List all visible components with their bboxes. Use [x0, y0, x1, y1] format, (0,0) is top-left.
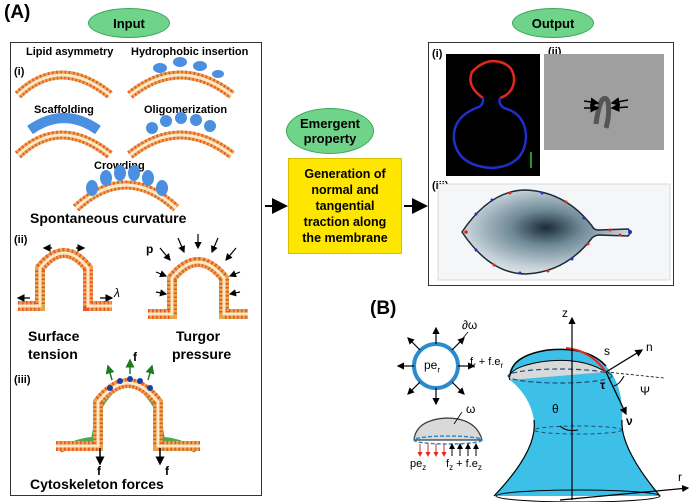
surface-tension-label-2: tension: [28, 346, 78, 362]
panel-b-label: (B): [370, 298, 397, 319]
traction-dots: [464, 191, 632, 275]
traction-line1: Generation of: [304, 167, 386, 181]
oligomerization-label: Oligomerization: [144, 104, 228, 116]
omega-label: ω: [466, 402, 476, 416]
axisymmetric-body: [493, 316, 690, 502]
panel-a-label: (A): [4, 2, 31, 23]
r-axis-label: r: [678, 470, 682, 484]
traction-line3: tangential: [315, 199, 375, 213]
fz-rest: + f.e: [453, 458, 478, 470]
arc-s-label: s: [604, 344, 610, 358]
lipid-asymmetry-membrane: [14, 70, 113, 99]
emergent-pill-line1: Emergent: [300, 116, 360, 131]
surface-tension-membrane: [16, 244, 114, 311]
pe-r-text: pe: [424, 358, 438, 372]
output-pill-text: Output: [531, 15, 575, 31]
force-f-left: f: [97, 464, 101, 478]
nu-label: ν: [626, 414, 633, 428]
hydrophobic-insertion-membrane: [127, 57, 235, 99]
turgor-label-1: Turgor: [176, 328, 221, 344]
lipid-asymmetry-label: Lipid asymmetry: [26, 46, 114, 58]
output-pill: Output: [512, 8, 594, 38]
tau-label: τ: [600, 378, 606, 392]
hydrophobic-insertion-label: Hydrophobic insertion: [131, 46, 249, 58]
traction-line2: normal and: [311, 183, 379, 197]
output-i-label: (i): [432, 48, 443, 60]
oligomerization-membrane: [127, 112, 235, 159]
fr-f: f: [470, 356, 474, 368]
theta-label: θ: [552, 402, 559, 416]
em-image: [544, 54, 664, 150]
membrane-blue-body: [452, 97, 528, 170]
emergent-pill: Emergent property: [286, 108, 374, 154]
fz-f: f: [446, 458, 450, 470]
pe-r-sub: r: [437, 365, 441, 375]
pressure-p-label: p: [146, 242, 154, 256]
traction-box: Generation of normal and tangential trac…: [288, 158, 402, 254]
cytoskeleton-label: Cytoskeleton forces: [30, 476, 164, 492]
input-ii-label: (ii): [14, 234, 28, 246]
fz-label: fz + f.ez: [446, 458, 482, 472]
pe-z-label: pez: [410, 458, 426, 472]
input-i-label: (i): [14, 66, 25, 78]
fz-sub: z: [449, 463, 454, 473]
turgor-pressure-membrane: [148, 234, 248, 319]
scaffolding-label: Scaffolding: [34, 104, 94, 116]
traction-line5: the membrane: [302, 231, 388, 245]
fr-rest: + f.e: [475, 356, 501, 368]
pe-z-sub: z: [422, 463, 427, 473]
cross-section-circle: [396, 326, 476, 406]
crowding-membrane: [72, 165, 180, 212]
pe-r-label: per: [424, 358, 440, 374]
turgor-label-2: pressure: [172, 346, 232, 362]
cytoskeleton-membrane: [56, 358, 200, 466]
force-f-right: f: [165, 464, 169, 478]
emergent-pill-line2: property: [303, 131, 357, 146]
traction-line4: traction along: [303, 215, 387, 229]
scaffolding-membrane: [14, 113, 113, 159]
surface-tension-label-1: Surface: [28, 328, 80, 344]
force-f-top: f: [133, 350, 137, 364]
lambda-label: λ: [114, 286, 120, 300]
d-omega-label: ∂ω: [462, 318, 478, 332]
psi-label: Ψ: [640, 384, 651, 398]
cap-cross-section: [413, 411, 483, 457]
input-pill: Input: [88, 8, 170, 38]
input-pill-text: Input: [113, 15, 145, 31]
z-axis-label: z: [562, 306, 568, 320]
pe-z-text: pe: [410, 458, 423, 470]
membrane-red-bud: [469, 59, 516, 100]
fz-sub2: z: [477, 463, 482, 473]
fr-label: fr + f.er: [470, 356, 503, 370]
input-iii-label: (iii): [14, 374, 31, 386]
normal-n-label: n: [646, 340, 653, 354]
fr-sub2: r: [500, 361, 504, 371]
fr-sub: r: [473, 361, 476, 371]
spontaneous-curvature-label: Spontaneous curvature: [30, 210, 187, 226]
